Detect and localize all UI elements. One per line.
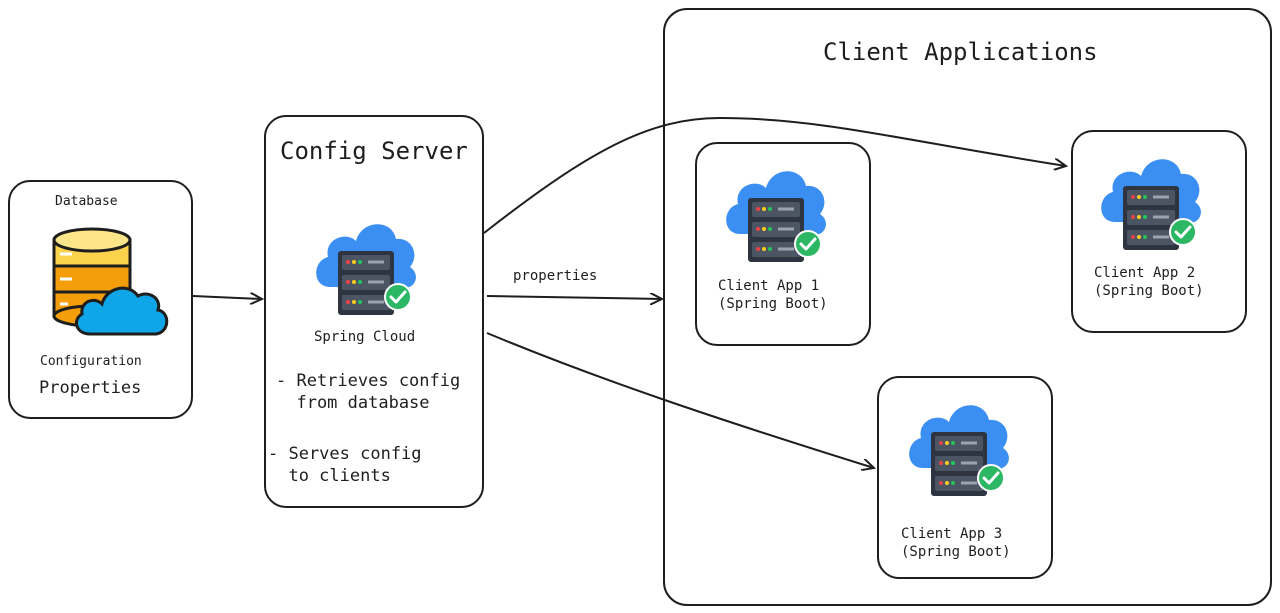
config-server-box: Config Server Spring Cloud - Retrieves c… xyxy=(264,115,484,508)
client-app-2-framework: (Spring Boot) xyxy=(1094,283,1204,299)
server-cloud-icon xyxy=(1101,159,1201,250)
client-applications-box: Client Applications xyxy=(663,8,1272,606)
arrow-db-to-config xyxy=(192,296,262,299)
client-applications-title: Client Applications xyxy=(823,38,1098,66)
database-label: Database xyxy=(55,194,118,209)
client-app-2-box: Client App 2 (Spring Boot) xyxy=(1071,130,1247,333)
config-server-title: Config Server xyxy=(280,137,468,165)
configuration-caption: Configuration xyxy=(40,354,142,369)
client-app-1-framework: (Spring Boot) xyxy=(718,296,828,312)
database-box: Database Configuration Properties xyxy=(8,180,193,419)
client-app-2-name: Client App 2 xyxy=(1094,265,1196,281)
bullet-serves-line2: to clients xyxy=(268,466,391,486)
bullet-retrieves-line1: - Retrieves config xyxy=(276,371,461,391)
client-app-3-name: Client App 3 xyxy=(901,526,1003,542)
database-cloud-icon xyxy=(52,227,169,336)
arrow-config-to-app3 xyxy=(486,332,874,468)
server-cloud-icon xyxy=(316,224,416,315)
server-cloud-icon xyxy=(726,171,826,262)
arrow-config-to-app2 xyxy=(483,116,1066,234)
client-app-1-name: Client App 1 xyxy=(718,278,820,294)
client-app-1-box: Client App 1 (Spring Boot) xyxy=(695,142,871,346)
arrow-config-to-app1 xyxy=(486,296,662,299)
server-cloud-icon xyxy=(909,405,1009,496)
bullet-retrieves-line2: from database xyxy=(276,393,430,413)
spring-cloud-label: Spring Cloud xyxy=(314,329,416,345)
bullet-serves-line1: - Serves config xyxy=(268,444,422,464)
client-app-3-framework: (Spring Boot) xyxy=(901,544,1011,560)
properties-caption: Properties xyxy=(39,378,142,398)
client-app-3-box: Client App 3 (Spring Boot) xyxy=(877,376,1053,579)
properties-arrow-label: properties xyxy=(513,268,598,284)
